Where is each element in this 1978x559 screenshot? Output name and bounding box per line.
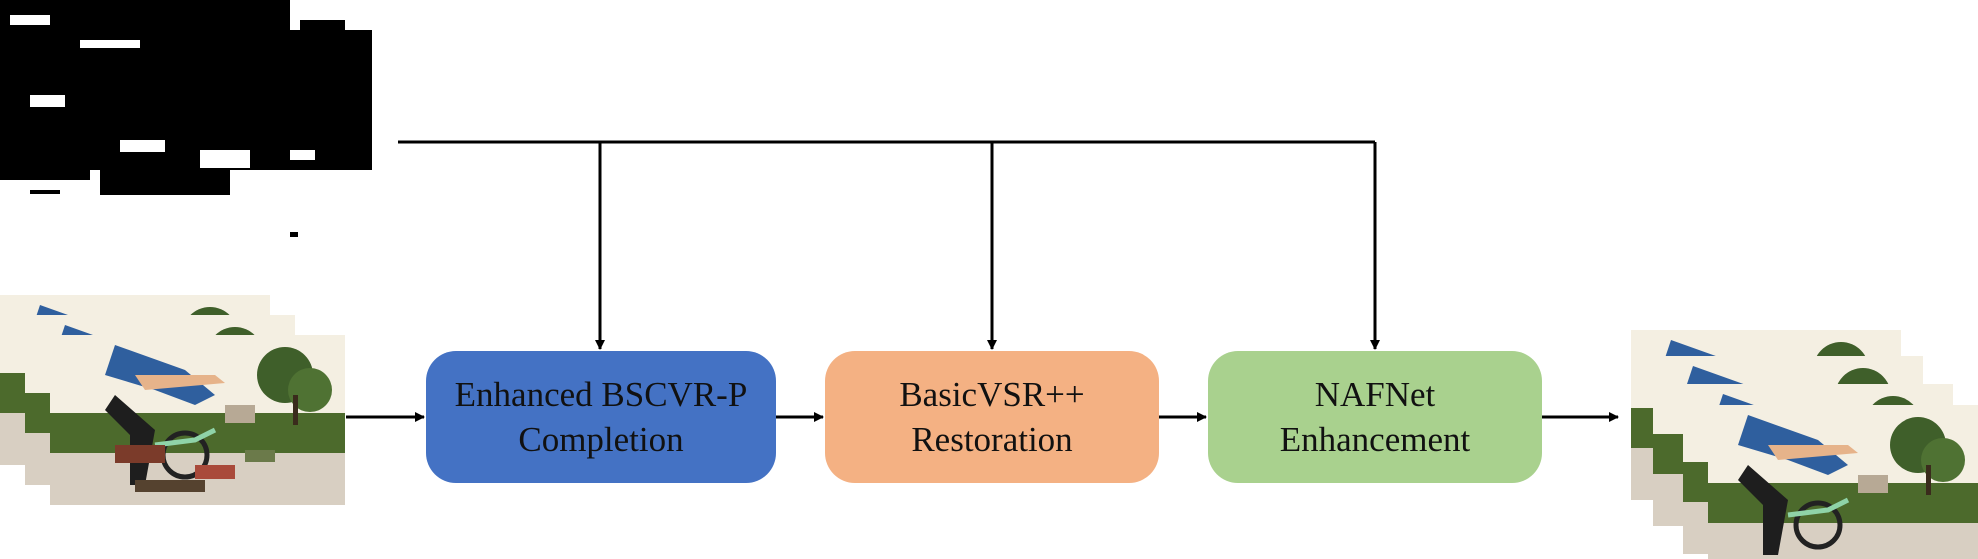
completion-stage-subtitle: Completion	[518, 420, 684, 459]
restoration-stage-subtitle: Restoration	[911, 420, 1073, 459]
input-frames-icon	[0, 295, 345, 505]
enhancement-stage-title: NAFNet	[1314, 375, 1436, 414]
restoration-stage-box: BasicVSR++ Restoration	[825, 351, 1159, 483]
enhancement-stage-subtitle: Enhancement	[1279, 420, 1471, 459]
mask-frames-icon	[0, 0, 372, 237]
connectors	[346, 140, 1619, 422]
completion-stage-box: Enhanced BSCVR-P Completion	[426, 351, 776, 483]
completion-stage-title: Enhanced BSCVR-P	[454, 375, 748, 414]
restoration-stage-title: BasicVSR++	[899, 375, 1085, 414]
enhancement-stage-box: NAFNet Enhancement	[1208, 351, 1542, 483]
output-frames-icon	[1631, 330, 1978, 559]
